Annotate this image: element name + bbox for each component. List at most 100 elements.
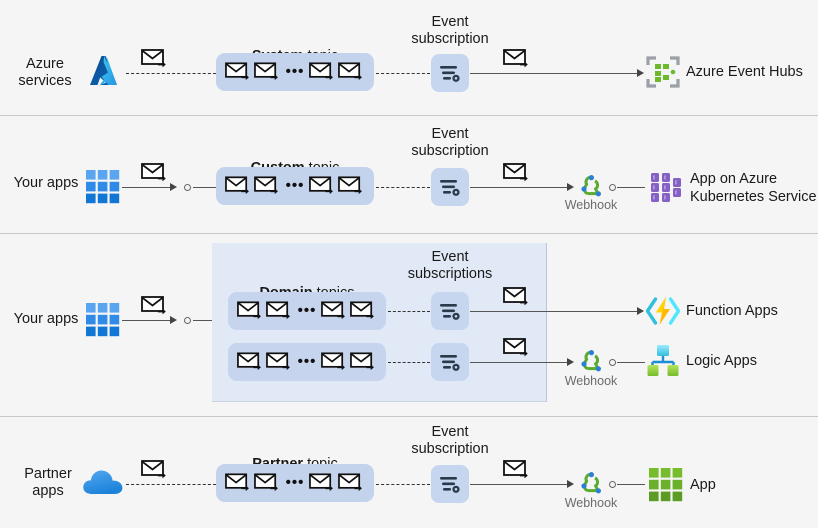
subscription-label-domain: Event subscriptions: [407, 249, 493, 282]
webhook-icon: [578, 471, 604, 497]
topic-box-system[interactable]: •••: [216, 53, 374, 91]
row-divider-2: [0, 233, 818, 234]
source-label-your-apps-domain: Your apps: [13, 311, 79, 327]
event-envelope-icon: [141, 48, 169, 70]
connector-dot: [184, 184, 191, 191]
filter-gear-icon: [438, 62, 462, 84]
row-divider-3: [0, 416, 818, 417]
aks-icon: [649, 170, 683, 204]
source-label-partner-apps: Partner apps: [24, 466, 72, 499]
webhook-label-domain: Webhook: [564, 374, 618, 388]
envelope-icon: [265, 351, 293, 373]
topic-ellipsis: •••: [285, 62, 305, 80]
apps-grid-blue-icon: [86, 303, 120, 337]
envelope-icon: [236, 300, 264, 322]
envelope-icon: [253, 175, 281, 197]
event-envelope-icon: [141, 459, 169, 481]
arrow-head-icon: [170, 183, 177, 191]
topic-box-custom[interactable]: •••: [216, 167, 374, 205]
webhook-icon: [578, 349, 604, 375]
subscription-label-partner: Event subscription: [411, 424, 489, 457]
webhook-label-custom: Webhook: [564, 198, 618, 212]
handler-label-event-hubs: Azure Event Hubs: [686, 64, 803, 80]
flow-line-domain-in2: [193, 320, 219, 321]
envelope-icon: [338, 61, 365, 83]
flow-line-custom-out: [470, 187, 569, 188]
envelope-icon: [309, 61, 336, 83]
flow-line-partner-out: [470, 484, 569, 485]
source-label-your-apps-custom: Your apps: [13, 175, 79, 191]
filter-gear-icon: [438, 351, 462, 373]
topic-ellipsis: •••: [285, 473, 305, 491]
arrow-head-icon: [567, 480, 574, 488]
arrow-head-icon: [170, 316, 177, 324]
arrow-head-icon: [567, 183, 574, 191]
envelope-icon: [224, 61, 252, 83]
arrow-head-icon: [637, 69, 644, 77]
arrow-head-icon: [567, 358, 574, 366]
flow-line-system-in: [126, 73, 216, 74]
flow-line-partner-in: [126, 484, 216, 485]
event-envelope-icon: [503, 48, 531, 70]
envelope-icon: [350, 300, 377, 322]
envelope-icon: [236, 351, 264, 373]
topic-box-partner[interactable]: •••: [216, 464, 374, 502]
subscription-label-system: Event subscription: [411, 14, 489, 47]
handler-label-app: App: [690, 477, 716, 493]
envelope-icon: [321, 300, 348, 322]
event-envelope-icon: [141, 295, 169, 317]
flow-line-domain2-out: [470, 362, 569, 363]
azure-logo-icon: [84, 54, 120, 88]
source-label-azure-services: Azure services: [18, 56, 72, 89]
handler-label-function-apps: Function Apps: [686, 303, 778, 319]
envelope-icon: [265, 300, 293, 322]
topic-box-domain-1[interactable]: •••: [228, 292, 386, 330]
filter-gear-icon: [438, 176, 462, 198]
event-subscription-domain-1[interactable]: [431, 292, 469, 330]
flow-line-custom-webhook-out: [617, 187, 645, 188]
event-envelope-icon: [503, 459, 531, 481]
event-hubs-icon: [646, 56, 680, 88]
event-envelope-icon: [503, 337, 531, 359]
handler-label-aks: App on Azure Kubernetes Service: [690, 171, 817, 205]
row-divider-1: [0, 115, 818, 116]
flow-line-domain2-to-sub: [388, 362, 430, 363]
envelope-icon: [224, 175, 252, 197]
filter-gear-icon: [438, 473, 462, 495]
event-subscription-domain-2[interactable]: [431, 343, 469, 381]
apps-grid-green-icon: [649, 468, 683, 502]
topic-ellipsis: •••: [297, 352, 317, 370]
connector-dot: [609, 359, 616, 366]
webhook-label-partner: Webhook: [564, 496, 618, 510]
event-subscription-custom[interactable]: [431, 168, 469, 206]
topic-ellipsis: •••: [285, 176, 305, 194]
event-envelope-icon: [503, 162, 531, 184]
topic-box-domain-2[interactable]: •••: [228, 343, 386, 381]
flow-line-partner-webhook-out: [617, 484, 645, 485]
flow-line-domain1-out: [470, 311, 638, 312]
apps-grid-blue-icon: [86, 170, 120, 204]
flow-line-custom-in2: [193, 187, 216, 188]
event-subscription-system[interactable]: [431, 54, 469, 92]
envelope-icon: [253, 472, 281, 494]
filter-gear-icon: [438, 300, 462, 322]
cloud-blue-icon: [82, 467, 124, 497]
envelope-icon: [309, 175, 336, 197]
event-envelope-icon: [141, 162, 169, 184]
flow-line-system-to-sub: [376, 73, 430, 74]
event-subscription-partner[interactable]: [431, 465, 469, 503]
function-apps-icon: [645, 295, 681, 327]
connector-dot: [609, 184, 616, 191]
event-envelope-icon: [503, 286, 531, 308]
flow-line-domain1-to-sub: [388, 311, 430, 312]
flow-line-partner-to-sub: [376, 484, 430, 485]
flow-line-custom-to-sub: [376, 187, 430, 188]
arrow-head-icon: [637, 307, 644, 315]
handler-label-logic-apps: Logic Apps: [686, 353, 757, 369]
envelope-icon: [321, 351, 348, 373]
envelope-icon: [309, 472, 336, 494]
logic-apps-icon: [646, 344, 680, 378]
connector-dot: [184, 317, 191, 324]
topic-ellipsis: •••: [297, 301, 317, 319]
